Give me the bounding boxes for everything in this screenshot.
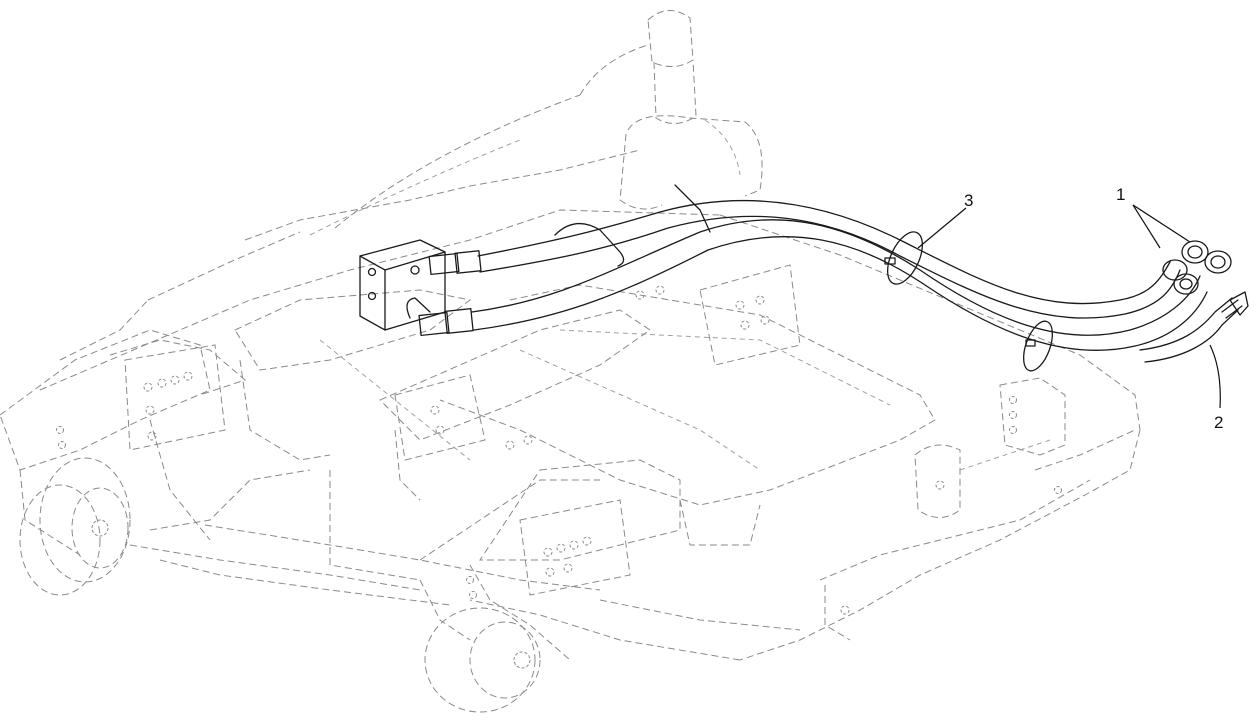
hose-return bbox=[1139, 297, 1239, 363]
hose-clamp-left bbox=[554, 184, 711, 267]
hose-clamp-rear bbox=[1022, 320, 1054, 372]
callout-1-label: 1 bbox=[1116, 185, 1125, 204]
upper-hose-fitting bbox=[428, 250, 482, 276]
callout-2-label: 2 bbox=[1214, 413, 1223, 432]
mounting-holes bbox=[56, 285, 1062, 669]
hose-lower bbox=[471, 219, 1208, 351]
lower-hose-fitting bbox=[406, 297, 474, 337]
hose-upper bbox=[477, 199, 1181, 319]
mower-deck-ghost bbox=[0, 10, 1141, 713]
hose-end-fittings bbox=[1162, 240, 1249, 319]
callout-3-label: 3 bbox=[964, 191, 973, 210]
callout-1-leaders bbox=[1132, 204, 1191, 249]
callout-2-leader bbox=[1209, 344, 1221, 409]
hose-clamp-front bbox=[884, 231, 923, 285]
callout-3-leader bbox=[917, 207, 967, 249]
valve-block bbox=[359, 239, 446, 331]
